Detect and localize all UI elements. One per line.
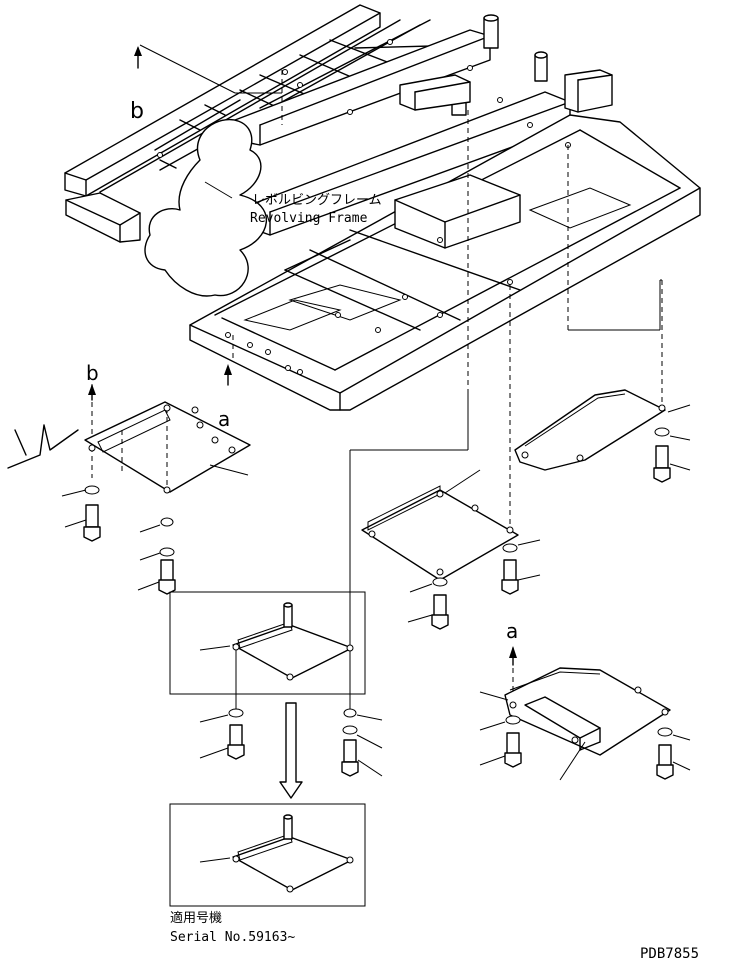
view-marker-a-right-label: a <box>506 619 518 643</box>
cover-center <box>349 110 541 710</box>
serial-note-en: Serial No.59163~ <box>170 930 295 945</box>
serial-note-jp: 適用号機 <box>170 910 222 926</box>
cover-left: b a <box>7 361 251 595</box>
view-marker-b-top-label: b <box>130 99 144 124</box>
change-arrow <box>279 702 303 799</box>
cover-boxed-new <box>169 803 366 907</box>
cover-boxed-old <box>169 591 366 710</box>
view-marker-b-top: b <box>130 44 283 125</box>
cut-outline <box>144 119 268 297</box>
view-marker-a-frame <box>224 335 234 386</box>
drawing-code: PDB7855 <box>640 946 699 962</box>
fasteners-old <box>199 708 383 777</box>
cover-right-top <box>514 145 691 483</box>
cover-right-lower: a <box>479 619 691 781</box>
view-marker-a-left-label: a <box>218 407 230 431</box>
revolving-frame <box>64 4 701 411</box>
view-marker-b-left-label: b <box>86 361 99 385</box>
frame-label-jp: レボルビングフレーム <box>252 193 382 208</box>
frame-label-en: Revolving Frame <box>250 211 368 226</box>
